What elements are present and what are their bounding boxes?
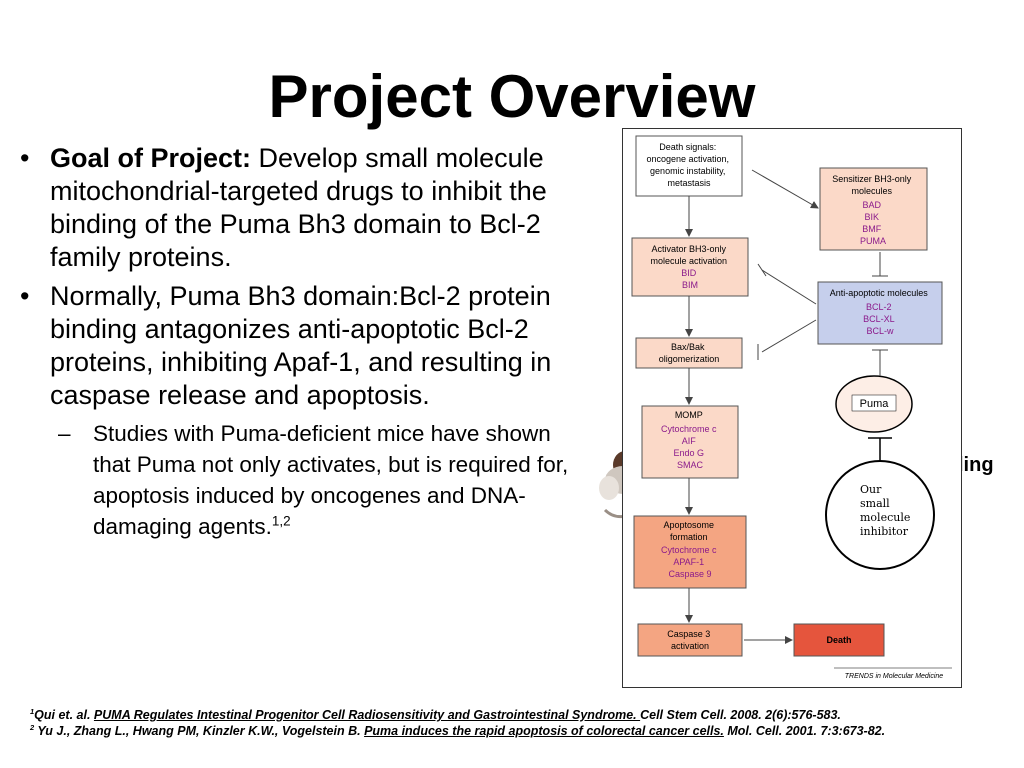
svg-text:Death signals: oncogene ac: Death signals: oncogene activation, geno… xyxy=(646,142,731,188)
reference-title-link[interactable]: PUMA Regulates Intestinal Progenitor Cel… xyxy=(93,708,641,722)
momp-title: MOMP xyxy=(675,410,703,420)
apoptosome-title: formation xyxy=(670,532,708,542)
sensitizer-title: Sensitizer BH3-only xyxy=(832,174,912,184)
activator-item: BIM xyxy=(682,280,698,290)
activator-item: BID xyxy=(681,268,697,278)
reference-title-link[interactable]: Puma induces the rapid apoptosis of colo… xyxy=(364,724,724,738)
apoptosome-item: Caspase 9 xyxy=(668,569,711,579)
death-signals-line: metastasis xyxy=(667,178,711,188)
reference-2: 2 Yu J., Zhang L., Hwang PM, Kinzler K.W… xyxy=(30,723,980,739)
activator-title: Activator BH3-only xyxy=(651,244,726,254)
bullet-list: • Goal of Project: Develop small molecul… xyxy=(18,142,588,542)
anti-apoptotic-title: Anti-apoptotic molecules xyxy=(830,288,929,298)
bax-bak-line: oligomerization xyxy=(659,354,720,364)
momp-box xyxy=(641,405,739,479)
slide-title: Project Overview xyxy=(268,63,756,130)
death-signals-box xyxy=(635,135,743,197)
sub-bullet-text: Studies with Puma-deficient mice have sh… xyxy=(93,421,569,539)
sensitizer-item: PUMA xyxy=(860,236,886,246)
reference-num: 1 xyxy=(30,706,35,716)
caspase3-box xyxy=(637,623,743,657)
momp-item: SMAC xyxy=(677,460,704,470)
caspase3-line: Caspase 3 xyxy=(667,629,710,639)
svg-text:Sensitizer BH3-only molecu: Sensitizer BH3-only molecules BAD BIK BM… xyxy=(832,174,914,246)
death-signals-line: Death signals: xyxy=(659,142,716,152)
reference-num: 2 xyxy=(30,722,35,732)
apoptosome-title: Apoptosome xyxy=(663,520,714,530)
partial-text: ling xyxy=(958,454,994,476)
sensitizer-box xyxy=(819,167,928,251)
momp-item: Cytochrome c xyxy=(661,424,717,434)
anti-apoptotic-item: BCL-w xyxy=(866,326,894,336)
inhibitor-line: Our xyxy=(860,483,882,496)
inhibitor-line: small xyxy=(860,497,890,510)
sensitizer-item: BMF xyxy=(862,224,882,234)
momp-item: AIF xyxy=(682,436,697,446)
sensitizer-title: molecules xyxy=(851,186,892,196)
svg-text:Anti-apoptotic molecules B: Anti-apoptotic molecules BCL-2 BCL-XL BC… xyxy=(830,288,931,336)
anti-apoptotic-item: BCL-2 xyxy=(866,302,892,312)
sub-bullet-studies: – Studies with Puma-deficient mice have … xyxy=(18,418,588,542)
svg-text:Our small molecule: Our small molecule inhibitor xyxy=(860,483,914,538)
caspase3-line: activation xyxy=(671,641,709,651)
apoptosis-pathway-diagram: Death signals: oncogene activation, geno… xyxy=(622,128,962,688)
bax-bak-box xyxy=(635,337,743,369)
bullet-dot: • xyxy=(20,281,30,311)
sensitizer-item: BAD xyxy=(862,200,881,210)
apoptosome-box xyxy=(633,515,747,589)
bullet-dot: • xyxy=(20,143,30,173)
anti-apoptotic-box xyxy=(817,281,943,345)
reference-source: Cell Stem Cell. 2008. 2(6):576-583. xyxy=(640,708,841,722)
svg-text:Bax/Bak oligomerization: Bax/Bak oligomerization xyxy=(659,342,720,364)
apoptosome-item: APAF-1 xyxy=(673,557,704,567)
bullet-normally: • Normally, Puma Bh3 domain:Bcl-2 protei… xyxy=(18,280,588,412)
inhibitor-line: molecule xyxy=(860,511,910,524)
activator-title: molecule activation xyxy=(650,256,727,266)
figure-credit: TRENDS in Molecular Medicine xyxy=(845,673,944,680)
reference-authors: Yu J., Zhang L., Hwang PM, Kinzler K.W.,… xyxy=(34,724,365,738)
reference-source: Mol. Cell. 2001. 7:3:673-82. xyxy=(723,724,886,738)
death-box xyxy=(793,623,885,657)
death-signals-line: oncogene activation, xyxy=(646,154,729,164)
citation-superscript: 1,2 xyxy=(271,513,291,529)
bax-bak-line: Bax/Bak xyxy=(671,342,705,352)
death-signals-line: genomic instability, xyxy=(650,166,725,176)
svg-text:MOMP Cytochrome c AIF: MOMP Cytochrome c AIF Endo G SMAC xyxy=(661,410,719,470)
inhibitor-line: inhibitor xyxy=(860,525,909,538)
svg-text:Activator BH3-only molecul: Activator BH3-only molecule activation B… xyxy=(650,244,729,290)
momp-item: Endo G xyxy=(673,448,704,458)
death-label: Death xyxy=(826,635,851,645)
reference-1: 1Qui et. al. PUMA Regulates Intestinal P… xyxy=(30,707,980,723)
reference-authors: Qui et. al. xyxy=(34,708,94,722)
sub-bullet-dash: – xyxy=(58,421,71,446)
sensitizer-item: BIK xyxy=(864,212,879,222)
references: 1Qui et. al. PUMA Regulates Intestinal P… xyxy=(30,707,980,739)
activator-box xyxy=(631,237,749,297)
svg-text:Apoptosome formation C: Apoptosome formation Cytochrome c APAF-1… xyxy=(661,520,719,579)
bullet-goal-label: Goal of Project: xyxy=(50,143,252,173)
svg-text:Caspase 3 activation: Caspase 3 activation xyxy=(667,629,713,651)
anti-apoptotic-item: BCL-XL xyxy=(863,314,895,324)
puma-label: Puma xyxy=(860,398,890,410)
apoptosome-item: Cytochrome c xyxy=(661,545,717,555)
bullet-normally-text: Normally, Puma Bh3 domain:Bcl-2 protein … xyxy=(50,281,552,410)
bullet-goal-text: Develop small molecule mitochondrial-tar… xyxy=(50,143,547,272)
bullet-goal: • Goal of Project: Develop small molecul… xyxy=(18,142,588,274)
